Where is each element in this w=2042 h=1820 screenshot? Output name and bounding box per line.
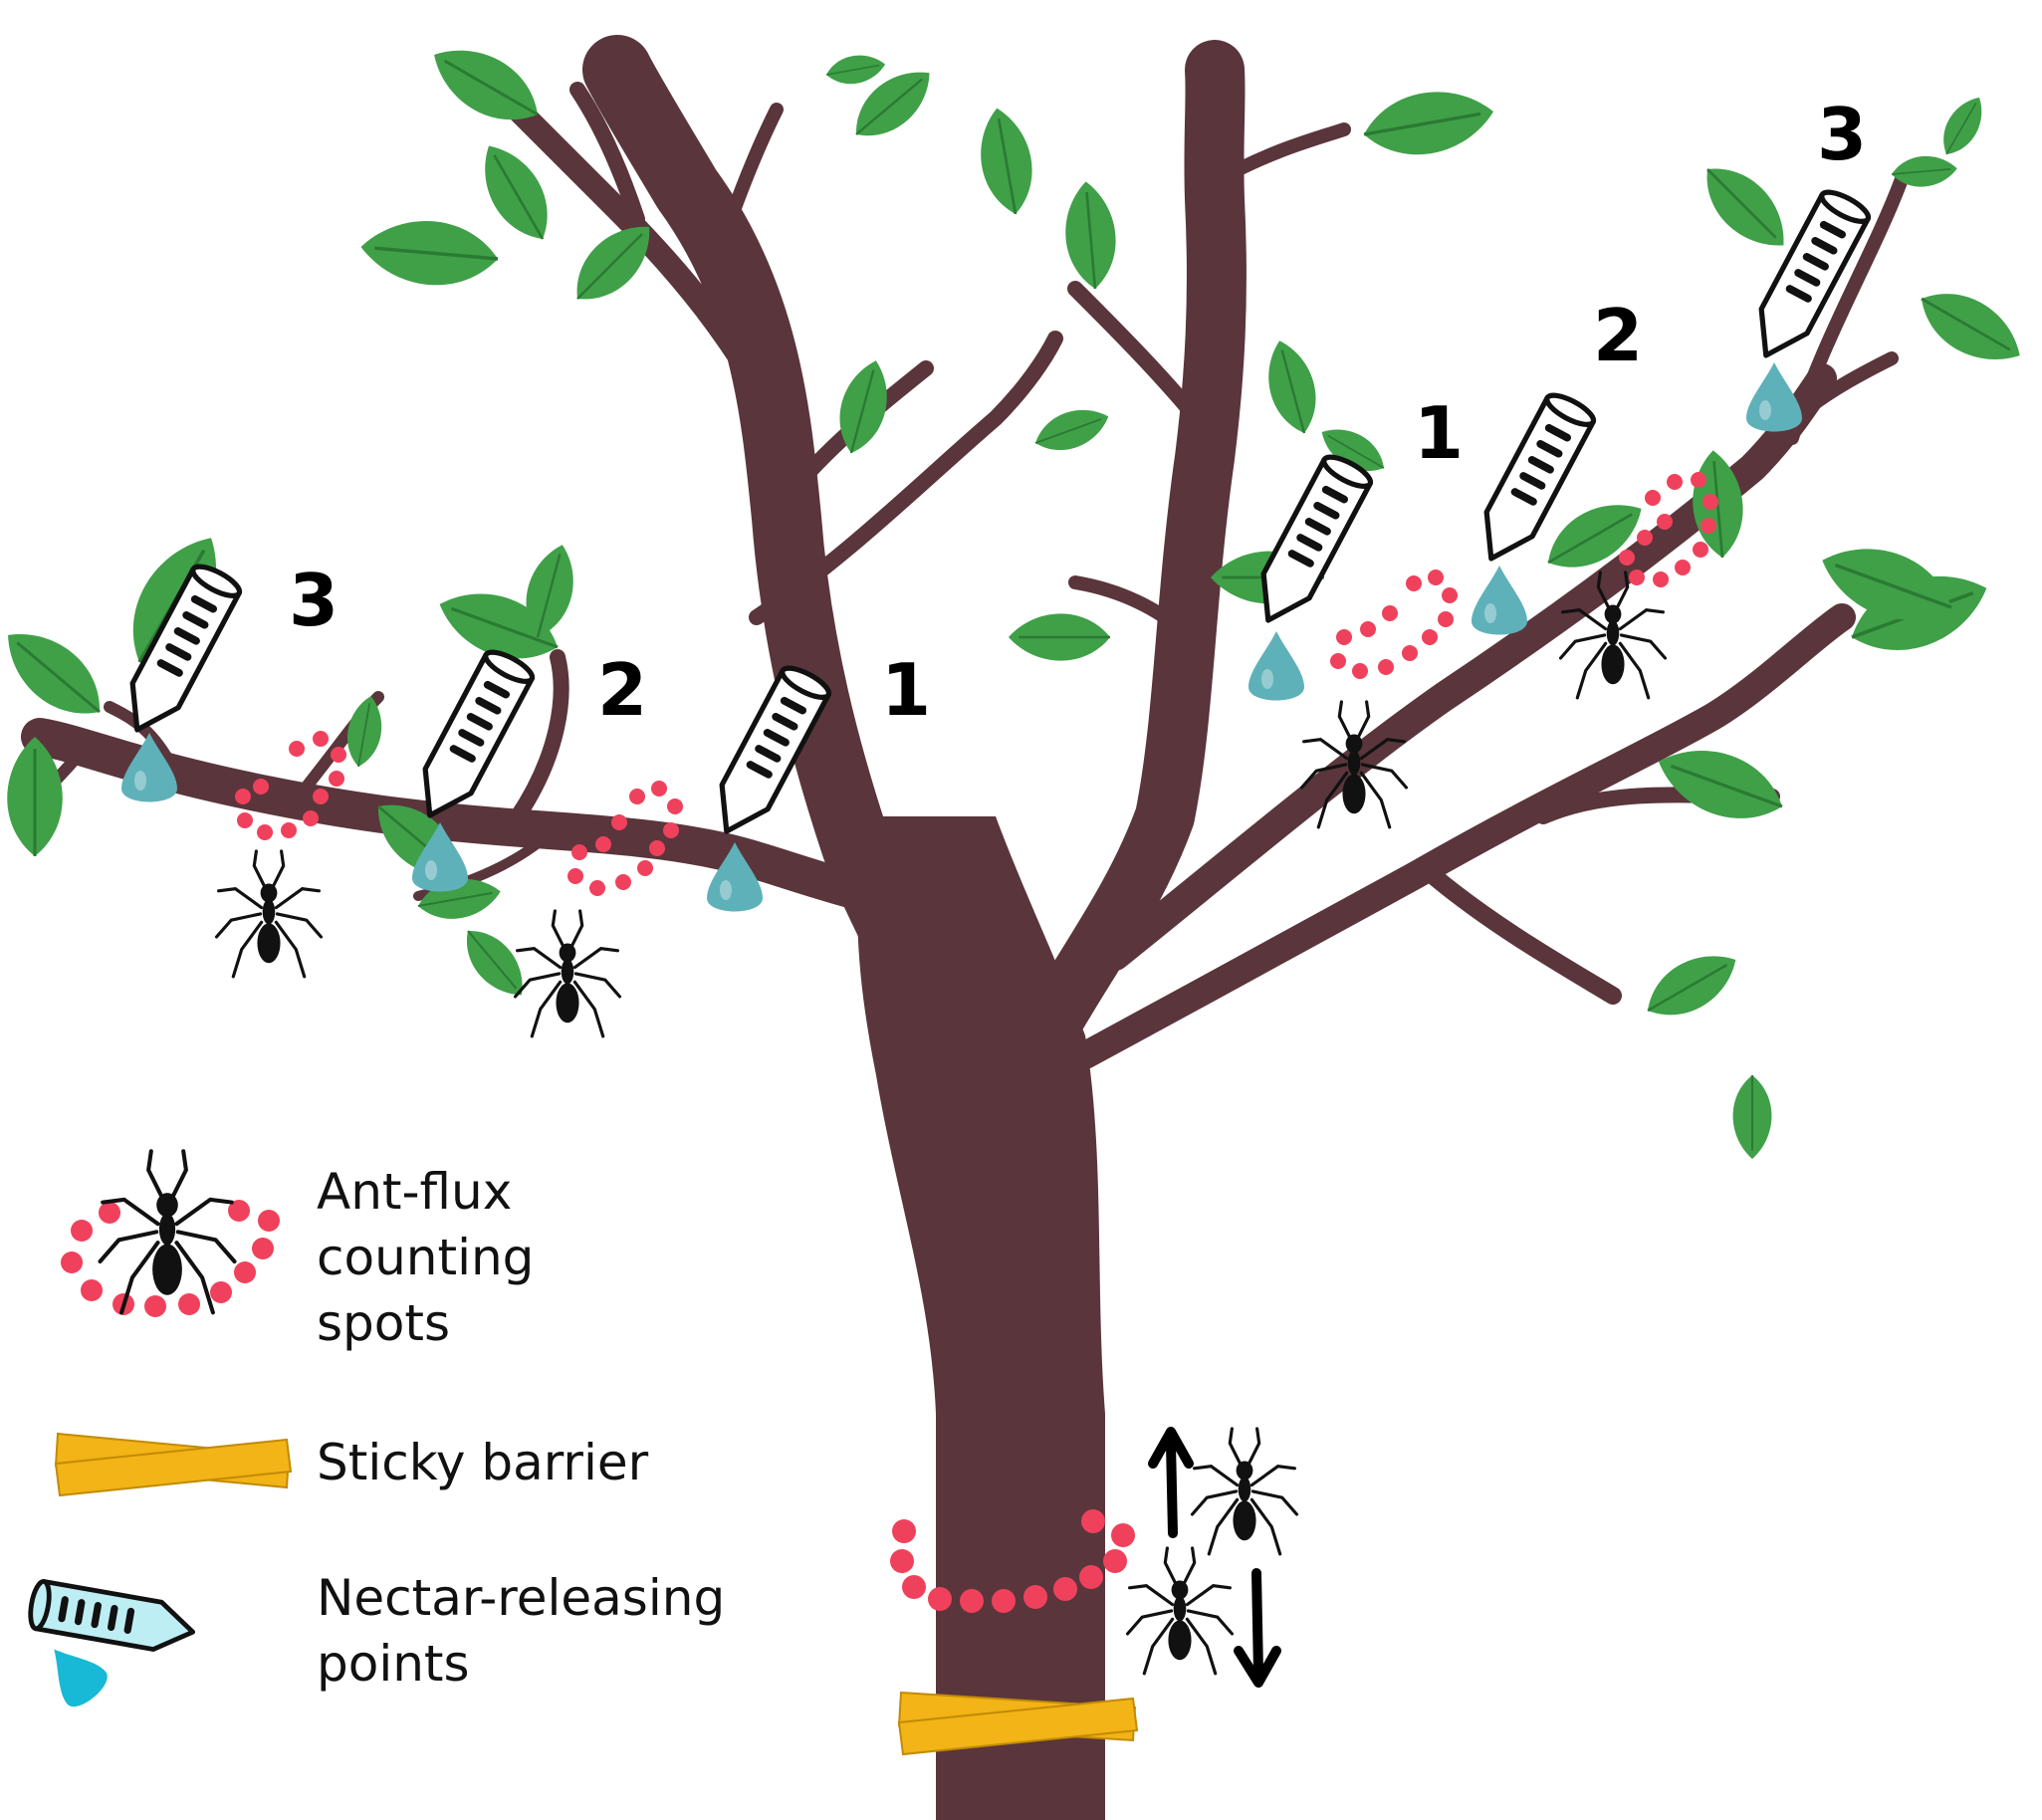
release-point-right-1: 1 [1414,391,1464,475]
test-tube-icon [407,646,537,827]
ant-icon [214,849,324,979]
legend: Ant-flux counting spots Sticky barrier [28,1151,725,1706]
ant-icon [1125,1546,1235,1676]
sticky-barrier-icon [897,1691,1139,1756]
release-point-left-1: 1 [881,648,931,732]
tree-branches [21,35,1909,1145]
ant-icon [513,909,622,1038]
counting-spot-rings [235,472,1718,1613]
legend-nectar-line-1: Nectar-releasing [317,1569,725,1627]
legend-counting-line-1: Ant-flux [317,1163,512,1221]
counting-spot-icon [567,781,683,896]
nectar-drop-icon [1472,566,1527,635]
legend-counting-line-3: spots [317,1294,450,1352]
release-point-labels: 3 2 1 1 2 3 [289,93,1867,732]
arrow-up-icon [1148,1427,1194,1538]
counting-spot-icon [61,1200,280,1317]
arrow-down-icon [1234,1568,1281,1688]
release-point-left-2: 2 [597,648,647,732]
test-tube-icon [28,1578,196,1652]
legend-counting-spots: Ant-flux counting spots [61,1151,534,1352]
legend-barrier-label: Sticky barrier [317,1434,649,1491]
release-point-left-3: 3 [289,559,339,642]
nectar-drop-icon [54,1649,108,1706]
sticky-barrier-icon [54,1432,293,1497]
test-tube-icon [1246,451,1375,632]
counting-spot-icon [235,731,346,840]
legend-nectar-points: Nectar-releasing points [28,1569,725,1706]
counting-spot-icon [1619,472,1718,587]
legend-nectar-line-2: points [317,1635,470,1693]
release-point-right-3: 3 [1817,93,1867,176]
nectar-drop-icon [1746,362,1802,432]
counting-spot-icon [890,1509,1135,1613]
counting-spot-icon [1330,569,1458,679]
nectar-drop-icon [1248,631,1304,701]
legend-sticky-barrier: Sticky barrier [54,1432,649,1497]
ant-icon [1190,1427,1299,1556]
release-point-right-2: 2 [1593,294,1643,377]
legend-counting-line-2: counting [317,1229,534,1286]
